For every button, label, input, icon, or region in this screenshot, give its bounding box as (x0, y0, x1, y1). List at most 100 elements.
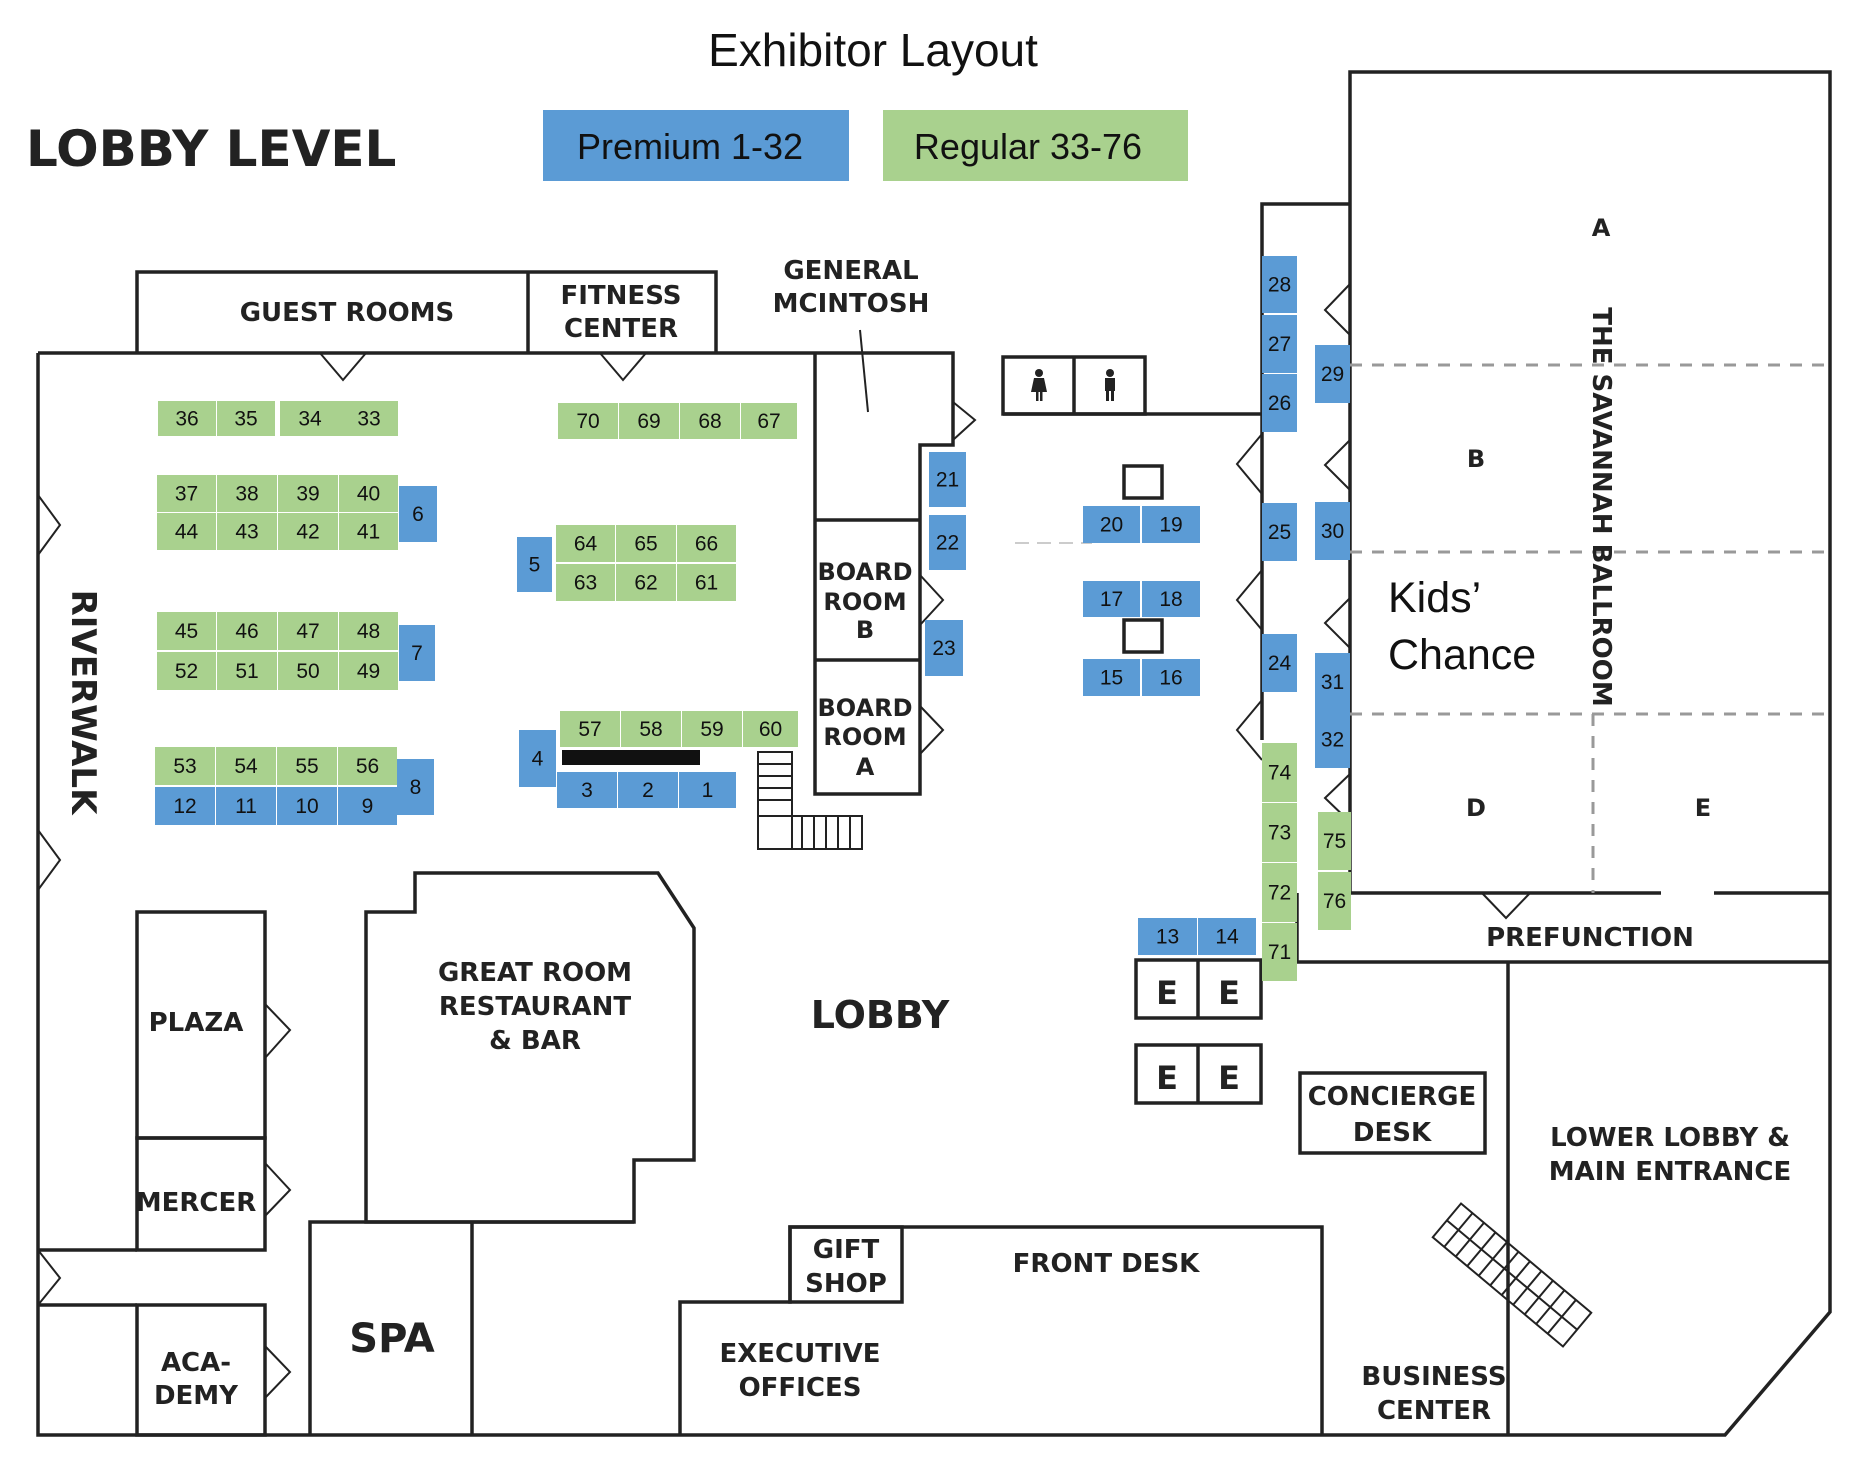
booth-13-box (1138, 918, 1197, 955)
booth-75[interactable]: 75 (1318, 812, 1351, 870)
booth-8-box (397, 759, 434, 815)
booth-24[interactable]: 24 (1262, 634, 1297, 692)
booth-38-number: 38 (235, 483, 258, 506)
booth-35[interactable]: 35 (217, 401, 275, 436)
booth-68[interactable]: 68 (680, 403, 740, 439)
booth-37-number: 37 (175, 483, 198, 506)
booth-40[interactable]: 40 (339, 475, 398, 512)
booth-62[interactable]: 62 (616, 564, 676, 601)
booth-34[interactable]: 34 (280, 401, 340, 436)
booth-17[interactable]: 17 (1083, 581, 1140, 617)
booth-8[interactable]: 8 (397, 759, 434, 815)
booth-18[interactable]: 18 (1142, 581, 1200, 617)
booth-16[interactable]: 16 (1142, 659, 1200, 696)
booth-59[interactable]: 59 (682, 711, 742, 747)
booth-38[interactable]: 38 (217, 475, 277, 512)
booth-42-box (278, 513, 338, 550)
booth-39[interactable]: 39 (278, 475, 338, 512)
booth-42[interactable]: 42 (278, 513, 338, 550)
booth-30[interactable]: 30 (1315, 502, 1350, 560)
booth-49[interactable]: 49 (339, 652, 398, 690)
booth-60[interactable]: 60 (743, 711, 798, 747)
booth-73[interactable]: 73 (1262, 803, 1297, 862)
booth-33-number: 33 (357, 408, 380, 431)
booth-20[interactable]: 20 (1083, 506, 1140, 543)
booth-45[interactable]: 45 (157, 612, 216, 650)
booth-46[interactable]: 46 (217, 612, 277, 650)
booth-7[interactable]: 7 (399, 625, 435, 681)
booth-76[interactable]: 76 (1318, 872, 1351, 930)
booth-43[interactable]: 43 (217, 513, 277, 550)
booth-10[interactable]: 10 (277, 787, 337, 825)
booth-55[interactable]: 55 (277, 747, 337, 785)
booth-70-number: 70 (576, 410, 599, 433)
booth-67[interactable]: 67 (741, 403, 797, 439)
building-walls (36, 70, 1832, 1437)
booth-3[interactable]: 3 (557, 772, 617, 808)
booth-56-box (338, 747, 397, 785)
booth-53[interactable]: 53 (155, 747, 215, 785)
booth-70[interactable]: 70 (558, 403, 618, 439)
booth-74[interactable]: 74 (1262, 743, 1297, 802)
booth-58[interactable]: 58 (621, 711, 681, 747)
booth-47[interactable]: 47 (278, 612, 338, 650)
booth-13[interactable]: 13 (1138, 918, 1197, 955)
booth-63[interactable]: 63 (556, 564, 615, 601)
booth-5-box (517, 537, 552, 592)
booth-54[interactable]: 54 (216, 747, 276, 785)
booth-21[interactable]: 21 (929, 452, 966, 507)
booth-56[interactable]: 56 (338, 747, 397, 785)
booth-31[interactable]: 31 (1315, 653, 1350, 711)
booth-57[interactable]: 57 (560, 711, 620, 747)
booth-41[interactable]: 41 (339, 513, 398, 550)
booth-66[interactable]: 66 (677, 525, 736, 562)
booth-4-number: 4 (532, 748, 544, 771)
booth-28[interactable]: 28 (1262, 256, 1297, 313)
booth-48[interactable]: 48 (339, 612, 398, 650)
booth-69[interactable]: 69 (619, 403, 679, 439)
booth-14[interactable]: 14 (1198, 918, 1256, 955)
booth-12[interactable]: 12 (155, 787, 215, 825)
booth-65[interactable]: 65 (616, 525, 676, 562)
booth-72[interactable]: 72 (1262, 863, 1297, 922)
booth-5[interactable]: 5 (517, 537, 552, 592)
legend-regular-label: Regular 33-76 (914, 126, 1142, 167)
booth-50[interactable]: 50 (278, 652, 338, 690)
booth-44[interactable]: 44 (157, 513, 216, 550)
booth-1[interactable]: 1 (679, 772, 736, 808)
booth-32-box (1315, 711, 1350, 768)
booth-71[interactable]: 71 (1262, 923, 1297, 981)
booth-27[interactable]: 27 (1262, 315, 1297, 373)
booth-52[interactable]: 52 (157, 652, 216, 690)
booth-45-box (157, 612, 216, 650)
booth-32[interactable]: 32 (1315, 711, 1350, 768)
room-gift-shop-line2: SHOP (805, 1269, 887, 1299)
booth-40-number: 40 (357, 483, 380, 506)
booth-36[interactable]: 36 (158, 401, 216, 436)
booth-29-number: 29 (1321, 363, 1344, 386)
booth-48-number: 48 (357, 620, 380, 643)
booth-26[interactable]: 26 (1262, 374, 1297, 432)
booth-51[interactable]: 51 (217, 652, 277, 690)
room-fitness-center-line1: FITNESS (561, 281, 682, 311)
booth-25[interactable]: 25 (1262, 503, 1297, 561)
booth-22[interactable]: 22 (929, 515, 966, 570)
booth-72-number: 72 (1268, 882, 1291, 905)
booth-11[interactable]: 11 (216, 787, 276, 825)
booth-4[interactable]: 4 (519, 730, 556, 787)
booth-6[interactable]: 6 (399, 486, 437, 542)
booth-2[interactable]: 2 (618, 772, 678, 808)
room-business-center-line1: BUSINESS (1361, 1362, 1506, 1392)
booth-15[interactable]: 15 (1083, 659, 1140, 696)
booth-9[interactable]: 9 (338, 787, 397, 825)
booth-61-number: 61 (695, 572, 718, 595)
booth-61[interactable]: 61 (677, 564, 736, 601)
booth-64[interactable]: 64 (556, 525, 615, 562)
booth-19[interactable]: 19 (1142, 506, 1200, 543)
booth-29[interactable]: 29 (1315, 345, 1350, 403)
booth-23[interactable]: 23 (925, 620, 963, 676)
booth-66-box (677, 525, 736, 562)
booth-33[interactable]: 33 (340, 401, 398, 436)
booth-37[interactable]: 37 (157, 475, 216, 512)
